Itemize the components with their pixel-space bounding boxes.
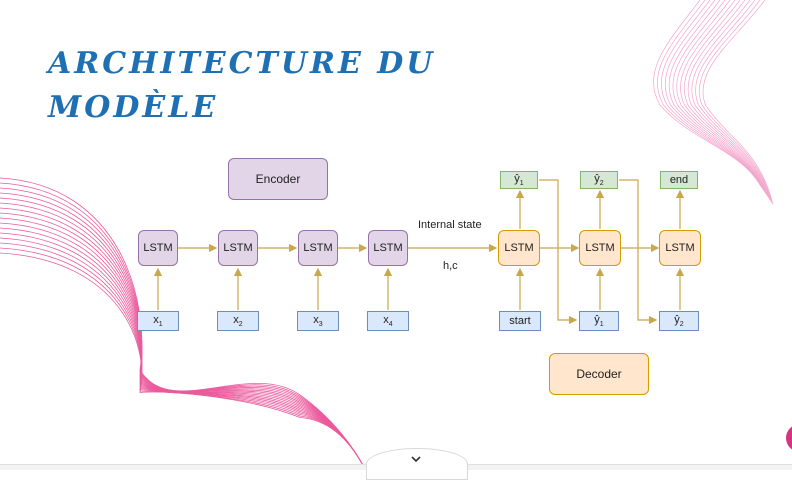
decoder-output-end: end	[660, 171, 698, 189]
decoder-output-label: ŷ1	[514, 172, 524, 188]
decoder-input-start: start	[499, 311, 541, 331]
right-wave-line	[687, 0, 770, 199]
lstm-label: LSTM	[373, 242, 403, 254]
decoder-output: ŷ2	[580, 171, 618, 189]
decoder-input: ŷ1	[579, 311, 619, 331]
diagram-connectors	[153, 179, 685, 325]
right-wave-line	[672, 0, 766, 193]
slide-title-line-2: MODÈLE	[48, 90, 219, 125]
decoder-input: ŷ2	[659, 311, 699, 331]
decoder-input-label: ŷ2	[674, 313, 684, 329]
decoder-output-label: ŷ2	[594, 172, 604, 188]
decoder-output-label: end	[669, 174, 689, 186]
encoder-input-label: x2	[233, 313, 243, 329]
decoder-label: Decoder	[576, 367, 622, 381]
lstm-label: LSTM	[303, 242, 333, 254]
hidden-state-label: h,c	[443, 260, 458, 272]
right-wave-line	[661, 0, 763, 189]
lstm-label: LSTM	[223, 242, 253, 254]
encoder-input-label: x1	[153, 313, 163, 329]
slide-title-line-1: ARCHITECTURE DU	[48, 46, 436, 81]
encoder-label-box: Encoder	[228, 158, 328, 200]
encoder-lstm-cell: LSTM	[368, 230, 408, 266]
right-wave-line	[680, 0, 768, 196]
right-wave-line	[664, 0, 764, 190]
right-wave-line	[699, 0, 773, 204]
right-wave-line	[695, 0, 772, 202]
encoder-lstm-cell: LSTM	[298, 230, 338, 266]
encoder-input: x4	[367, 311, 409, 331]
encoder-lstm-cell: LSTM	[138, 230, 178, 266]
right-wave-line	[653, 0, 761, 186]
left-wave-line	[0, 252, 366, 469]
right-wave-line	[668, 0, 765, 192]
decoder-lstm-cell: LSTM	[579, 230, 621, 266]
encoder-lstm-cell: LSTM	[218, 230, 258, 266]
encoder-input-label: x4	[383, 313, 393, 329]
decoder-input-label: ŷ1	[594, 313, 604, 329]
decorative-waves	[0, 0, 774, 469]
lstm-label: LSTM	[585, 242, 615, 254]
right-wave-line	[676, 0, 767, 195]
right-wave-line	[657, 0, 762, 187]
lstm-label: LSTM	[504, 242, 534, 254]
lstm-label: LSTM	[143, 242, 173, 254]
left-wave-lines	[0, 177, 366, 469]
decoder-label-box: Decoder	[549, 353, 649, 395]
decoder-input-label: start	[509, 315, 531, 327]
floating-action-button[interactable]	[786, 424, 792, 452]
encoder-input-label: x3	[313, 313, 323, 329]
decoder-lstm-cell: LSTM	[659, 230, 701, 266]
encoder-input: x1	[137, 311, 179, 331]
chevron-down-icon[interactable]	[409, 452, 423, 466]
encoder-label: Encoder	[255, 172, 301, 186]
decoder-output: ŷ1	[500, 171, 538, 189]
lstm-label: LSTM	[665, 242, 695, 254]
arrow-feedback-2	[619, 179, 658, 325]
right-wave-line	[683, 0, 769, 198]
internal-state-label: Internal state	[418, 219, 482, 231]
decoder-lstm-cell: LSTM	[498, 230, 540, 266]
encoder-input: x3	[297, 311, 339, 331]
arrow-feedback-1	[539, 179, 578, 325]
right-wave-line	[702, 0, 774, 205]
encoder-input: x2	[217, 311, 259, 331]
right-wave-line	[691, 0, 771, 201]
right-wave-lines	[653, 0, 774, 205]
